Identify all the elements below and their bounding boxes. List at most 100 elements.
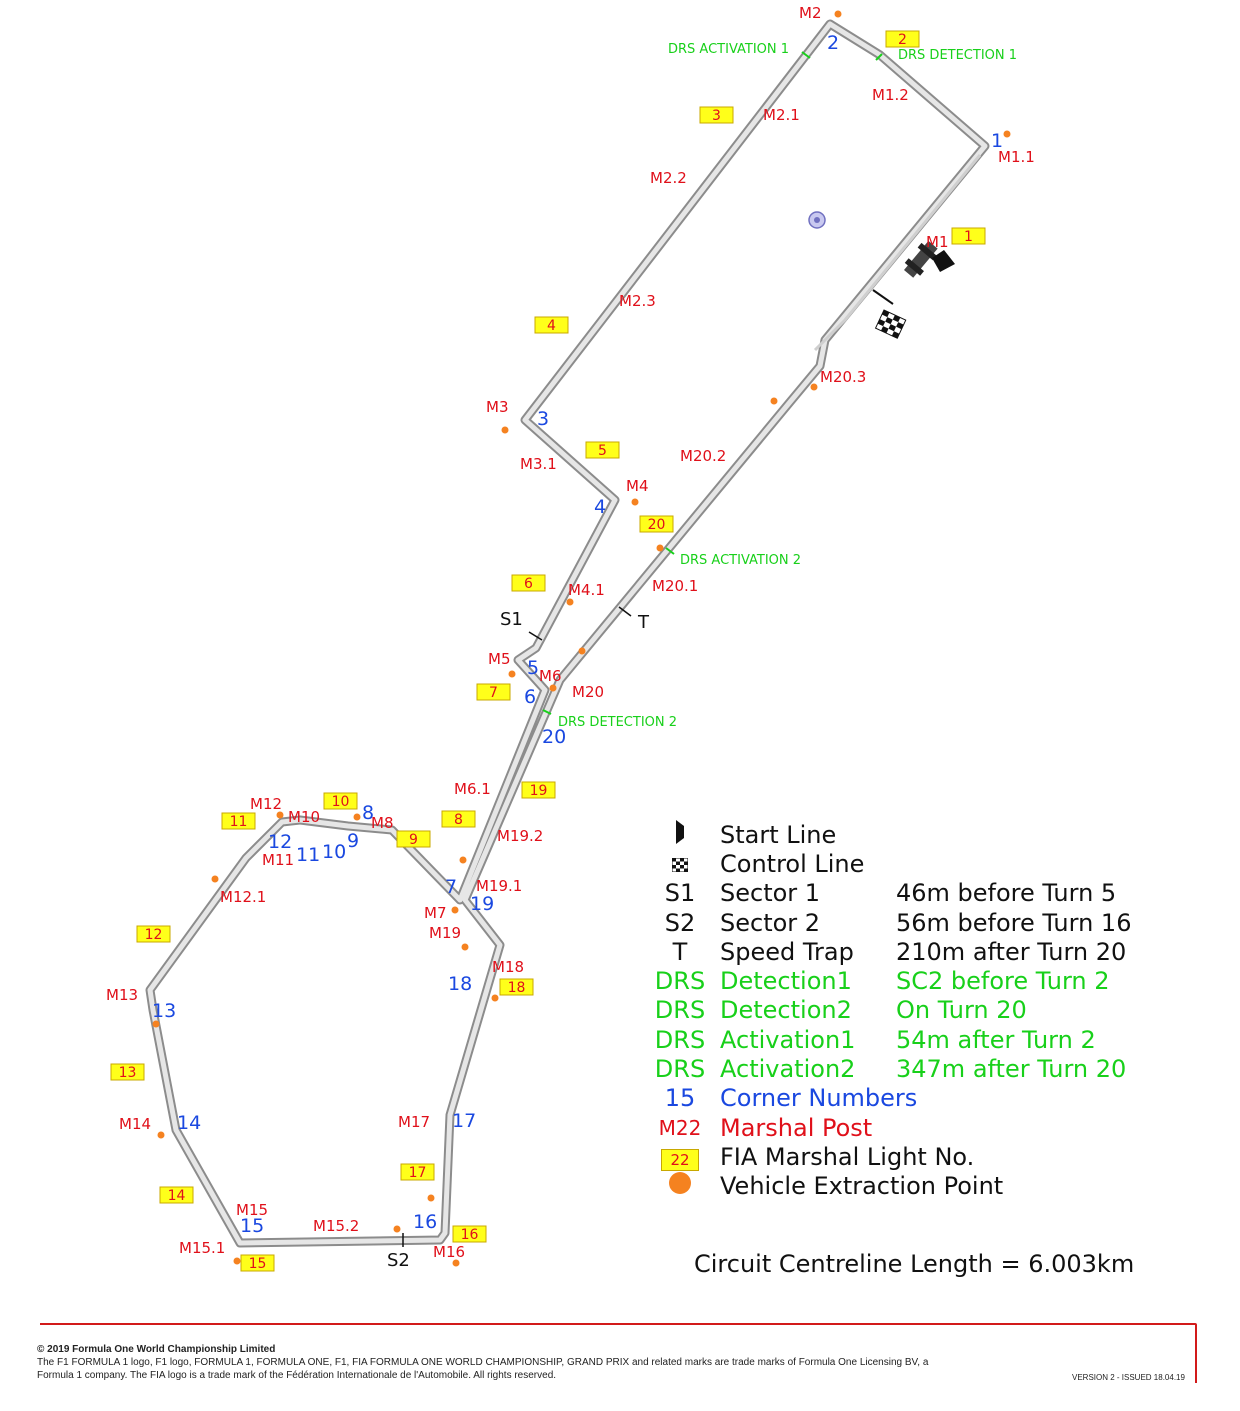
- corner-number: 4: [594, 496, 606, 518]
- marshal-post-label: M2.1: [763, 106, 800, 124]
- legend-value: 54m after Turn 2: [896, 1025, 1096, 1054]
- marshal-post-label: M12.1: [220, 888, 266, 906]
- legend-row: DRS Activation1 54m after Turn 2: [650, 1025, 1210, 1054]
- marshal-light-number: 14: [168, 1188, 186, 1204]
- marshal-light-box: 1: [951, 227, 986, 245]
- legend-symbol: S1: [664, 879, 696, 908]
- marshal-light-box: 15: [240, 1254, 275, 1272]
- marshal-light-box: 14: [159, 1186, 194, 1204]
- marshal-light-number: 2: [898, 32, 907, 48]
- drs-activation-2-mark: [665, 547, 675, 555]
- speed-trap-label: T: [637, 612, 650, 633]
- legend-symbol: DRS: [654, 967, 706, 996]
- marshal-light-number: 4: [547, 318, 556, 334]
- drs-detection-1-label: DRS DETECTION 1: [898, 48, 1017, 63]
- corner-number: 20: [542, 726, 566, 748]
- extraction-point: [157, 1131, 165, 1139]
- extraction-point: [461, 943, 469, 951]
- chequered-flag-icon: [650, 850, 710, 878]
- legend-row: DRS Detection2 On Turn 20: [650, 996, 1210, 1025]
- sector-1-line: [528, 631, 543, 641]
- version-label: VERSION 2 - ISSUED 18.04.19: [1072, 1373, 1185, 1382]
- extraction-point: [578, 647, 586, 655]
- marshal-light-number: 10: [332, 794, 350, 810]
- extraction-point: [834, 10, 842, 18]
- legend-name: FIA Marshal Light No.: [720, 1142, 975, 1171]
- marshal-light-box: 20: [639, 515, 674, 533]
- corner-number: 1: [991, 130, 1003, 152]
- marshal-post-label: M20.2: [680, 447, 726, 465]
- marshal-light-box: 4: [534, 316, 569, 334]
- marshal-post-label: M4: [626, 477, 649, 495]
- marshal-post-label: M18: [492, 958, 524, 976]
- marshal-post-label: M2.2: [650, 169, 687, 187]
- drs-activation-2-label: DRS ACTIVATION 2: [680, 553, 801, 568]
- marshal-light-box: 19: [521, 781, 556, 799]
- legend-value: 347m after Turn 20: [896, 1055, 1127, 1084]
- extraction-point: [770, 397, 778, 405]
- legend-value: On Turn 20: [896, 996, 1027, 1025]
- marshal-light-number: 13: [119, 1065, 137, 1081]
- legend-value: 46m before Turn 5: [896, 879, 1117, 908]
- legend-name: Detection2: [720, 996, 852, 1025]
- legend-name: Activation1: [720, 1025, 856, 1054]
- corner-number: 7: [445, 876, 457, 898]
- corner-number: 17: [452, 1110, 476, 1132]
- marshal-post-label: M1.1: [998, 148, 1035, 166]
- copyright: © 2019 Formula One World Championship Li…: [37, 1344, 276, 1355]
- marshal-post-label: M20: [572, 683, 604, 701]
- corner-number: 8: [362, 802, 374, 824]
- start-line-icon: [650, 819, 710, 850]
- legend-name: Activation2: [720, 1055, 856, 1084]
- legend-name: Speed Trap: [720, 937, 854, 966]
- drs-activation-1-mark: [801, 51, 811, 59]
- speed-trap-line: [618, 606, 632, 617]
- legend-symbol: DRS: [654, 1055, 706, 1084]
- chequered-flag-icon: [874, 309, 907, 339]
- marshal-post-label: M16: [433, 1243, 465, 1261]
- control-line-mark: [872, 289, 894, 305]
- legend-row: DRS Activation2 347m after Turn 20: [650, 1054, 1210, 1083]
- legend-symbol: T: [672, 937, 688, 966]
- legend-name: Vehicle Extraction Point: [720, 1172, 1004, 1201]
- marshal-light-number: 15: [249, 1256, 267, 1272]
- extraction-point: [508, 670, 516, 678]
- extraction-point: [452, 1259, 460, 1267]
- legend-marshal-light: 22 FIA Marshal Light No.: [650, 1142, 1210, 1171]
- marshal-post-label: M13: [106, 986, 138, 1004]
- circuit-length: Circuit Centreline Length = 6.003km: [694, 1250, 1135, 1278]
- marshal-light-number: 19: [530, 783, 548, 799]
- marshal-light-number: 8: [454, 812, 463, 828]
- marshal-post-label: M7: [424, 904, 447, 922]
- trademark-line-1: The F1 FORMULA 1 logo, F1 logo, FORMULA …: [37, 1357, 929, 1368]
- marshal-light-number: 18: [508, 980, 526, 996]
- drs-detection-2-label: DRS DETECTION 2: [558, 715, 677, 730]
- legend-value: SC2 before Turn 2: [896, 967, 1110, 996]
- legend-symbol: DRS: [654, 996, 706, 1025]
- marshal-light-sample: 22: [661, 1148, 699, 1171]
- marshal-post-label: M6: [539, 667, 562, 685]
- extraction-dot-icon: [669, 1172, 691, 1195]
- marshal-light-box: 3: [699, 106, 734, 124]
- corner-number: 5: [527, 657, 539, 679]
- marshal-post-label: M15.2: [313, 1217, 359, 1235]
- footer-rule-corner: [1195, 1323, 1197, 1383]
- legend-symbol: DRS: [654, 1025, 706, 1054]
- marshal-light-number: 17: [409, 1165, 427, 1181]
- marshal-post-label: M8: [371, 814, 394, 832]
- drs-activation-1-label: DRS ACTIVATION 1: [668, 42, 789, 57]
- marshal-post-label: M15: [236, 1201, 268, 1219]
- extraction-point: [451, 906, 459, 914]
- marshal-light-number: 20: [648, 517, 666, 533]
- marshal-light-number: 5: [598, 443, 607, 459]
- sector-1-label: S1: [500, 609, 523, 630]
- legend-name: Control Line: [720, 849, 865, 878]
- marshal-post-label: M1.2: [872, 86, 909, 104]
- marshal-light-number: 1: [964, 229, 973, 245]
- legend-name: Start Line: [720, 820, 837, 849]
- marshal-post-label: M10: [288, 808, 320, 826]
- corner-number: 12: [268, 831, 292, 853]
